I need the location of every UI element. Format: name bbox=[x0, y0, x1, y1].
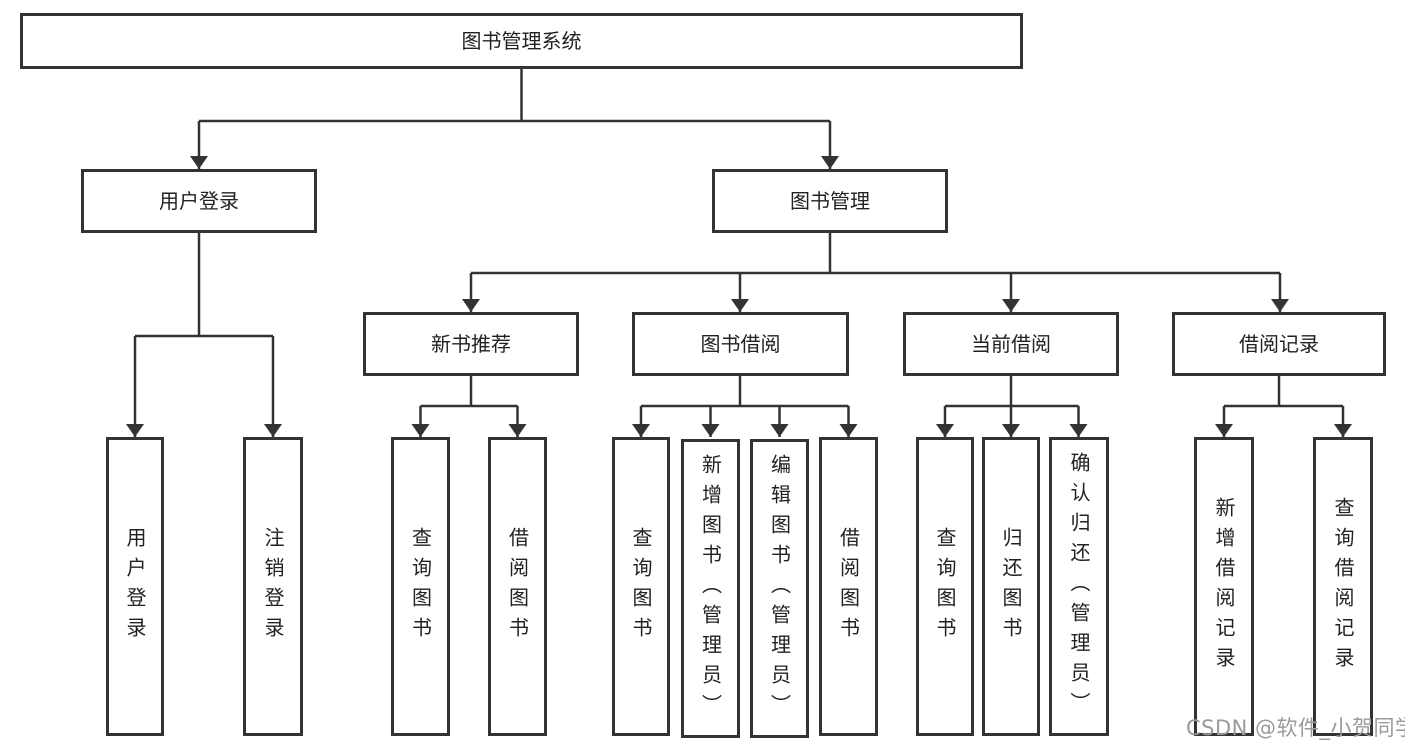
node-leaf-return-book: 归还图书 bbox=[982, 437, 1040, 736]
node-leaf-query-record-label: 查询借阅记录 bbox=[1331, 496, 1355, 677]
node-book-borrow: 图书借阅 bbox=[632, 312, 849, 376]
node-leaf-borrow-book-2: 借阅图书 bbox=[819, 437, 878, 736]
node-borrow-records-label: 借阅记录 bbox=[1239, 332, 1319, 356]
node-user-login: 用户登录 bbox=[81, 169, 317, 233]
node-leaf-query-book-3-label: 查询图书 bbox=[933, 526, 957, 647]
node-leaf-add-record: 新增借阅记录 bbox=[1194, 437, 1254, 736]
node-leaf-query-book-1-label: 查询图书 bbox=[408, 526, 433, 647]
node-leaf-borrow-book-1: 借阅图书 bbox=[488, 437, 547, 736]
connector-backbone bbox=[135, 69, 1343, 408]
node-leaf-borrow-book-2-label: 借阅图书 bbox=[836, 526, 861, 647]
csdn-watermark: CSDN @软件_小贺同学 bbox=[1186, 716, 1405, 740]
node-leaf-logout: 注销登录 bbox=[243, 437, 303, 736]
node-leaf-query-book-1: 查询图书 bbox=[391, 437, 450, 736]
node-user-login-label: 用户登录 bbox=[159, 189, 239, 213]
node-leaf-query-book-2-label: 查询图书 bbox=[629, 526, 653, 647]
node-current-borrow: 当前借阅 bbox=[903, 312, 1119, 376]
node-leaf-add-book: 新增图书（管理员） bbox=[681, 439, 740, 738]
node-root-label: 图书管理系统 bbox=[461, 29, 582, 53]
node-leaf-edit-book-label: 编辑图书（管理员） bbox=[767, 453, 792, 724]
node-new-book-rec: 新书推荐 bbox=[363, 312, 579, 376]
node-book-mgmt: 图书管理 bbox=[712, 169, 948, 233]
node-leaf-edit-book: 编辑图书（管理员） bbox=[750, 439, 809, 738]
node-leaf-query-book-3: 查询图书 bbox=[916, 437, 974, 736]
node-new-book-rec-label: 新书推荐 bbox=[431, 332, 511, 356]
node-leaf-query-book-2: 查询图书 bbox=[612, 437, 670, 736]
node-leaf-query-record: 查询借阅记录 bbox=[1313, 437, 1373, 736]
node-book-mgmt-label: 图书管理 bbox=[790, 189, 870, 213]
node-leaf-add-record-label: 新增借阅记录 bbox=[1212, 496, 1236, 677]
node-leaf-user-login-label: 用户登录 bbox=[123, 526, 147, 647]
node-borrow-records: 借阅记录 bbox=[1172, 312, 1386, 376]
node-root: 图书管理系统 bbox=[20, 13, 1023, 69]
node-book-borrow-label: 图书借阅 bbox=[700, 332, 781, 356]
node-leaf-add-book-label: 新增图书（管理员） bbox=[698, 453, 723, 724]
node-leaf-logout-label: 注销登录 bbox=[261, 526, 285, 647]
node-leaf-confirm-return: 确认归还（管理员） bbox=[1049, 437, 1109, 736]
node-leaf-return-book-label: 归还图书 bbox=[999, 526, 1023, 647]
node-current-borrow-label: 当前借阅 bbox=[971, 332, 1051, 356]
node-leaf-confirm-return-label: 确认归还（管理员） bbox=[1067, 451, 1091, 722]
node-leaf-borrow-book-1-label: 借阅图书 bbox=[505, 526, 530, 647]
node-leaf-user-login: 用户登录 bbox=[106, 437, 164, 736]
